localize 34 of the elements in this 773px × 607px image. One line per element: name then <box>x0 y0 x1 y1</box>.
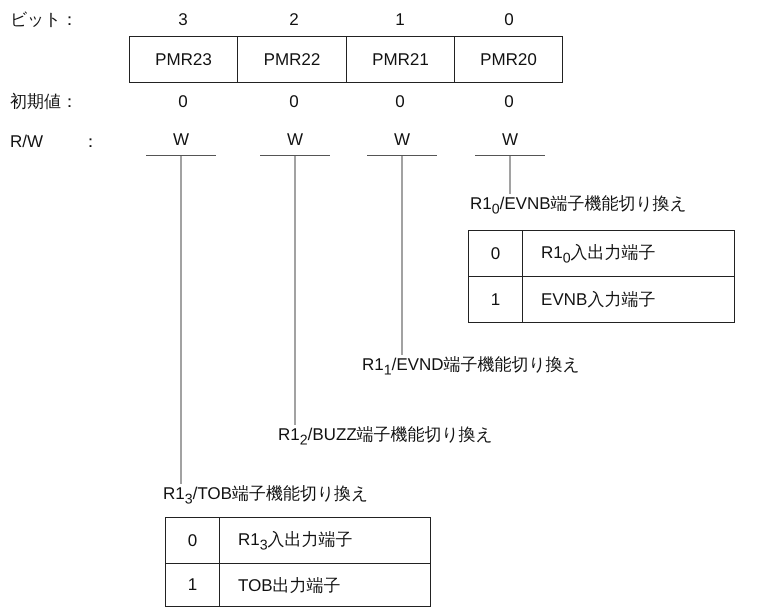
register-cell: PMR23 <box>129 36 238 83</box>
function-title: R1$_{0}$/EVNB端子機能切り換え <box>470 194 687 216</box>
register-cell: PMR22 <box>237 36 347 83</box>
table-cell: TOB出力端子 <box>219 563 431 607</box>
leader-line <box>180 156 182 484</box>
bit-value: 0 <box>288 92 300 113</box>
function-title: R1$_{2}$/BUZZ端子機能切り換え <box>278 425 493 447</box>
bit-value: 0 <box>503 10 515 31</box>
register-cell: PMR21 <box>346 36 455 83</box>
bit-value: 2 <box>288 10 300 31</box>
bit-access-label: W <box>146 130 216 156</box>
table-cell: R1$_{0}$入出力端子 <box>522 230 735 277</box>
table-cell: R1$_{3}$入出力端子 <box>219 517 431 564</box>
row-label: ： <box>82 132 99 153</box>
table-cell: 0 <box>468 230 523 277</box>
bit-value: 1 <box>394 10 406 31</box>
bit-value: 0 <box>177 92 189 113</box>
register-cell: PMR20 <box>454 36 563 83</box>
table-cell: EVNB入力端子 <box>522 276 735 323</box>
row-label: 初期値： <box>10 92 78 113</box>
table-cell: 1 <box>165 563 220 607</box>
row-label: R/W <box>10 132 44 153</box>
row-label: ビット： <box>10 10 78 31</box>
bit-value: 3 <box>177 10 189 31</box>
bit-access-label: W <box>475 130 545 156</box>
table-cell: 1 <box>468 276 523 323</box>
function-title: R1$_{1}$/EVND端子機能切り換え <box>362 355 580 377</box>
bit-value: 0 <box>394 92 406 113</box>
leader-line <box>294 156 296 426</box>
bit-value: 0 <box>503 92 515 113</box>
bit-access-label: W <box>367 130 437 156</box>
function-title: R1$_{3}$/TOB端子機能切り換え <box>163 484 368 506</box>
table-cell: 0 <box>165 517 220 564</box>
bit-access-label: W <box>260 130 330 156</box>
